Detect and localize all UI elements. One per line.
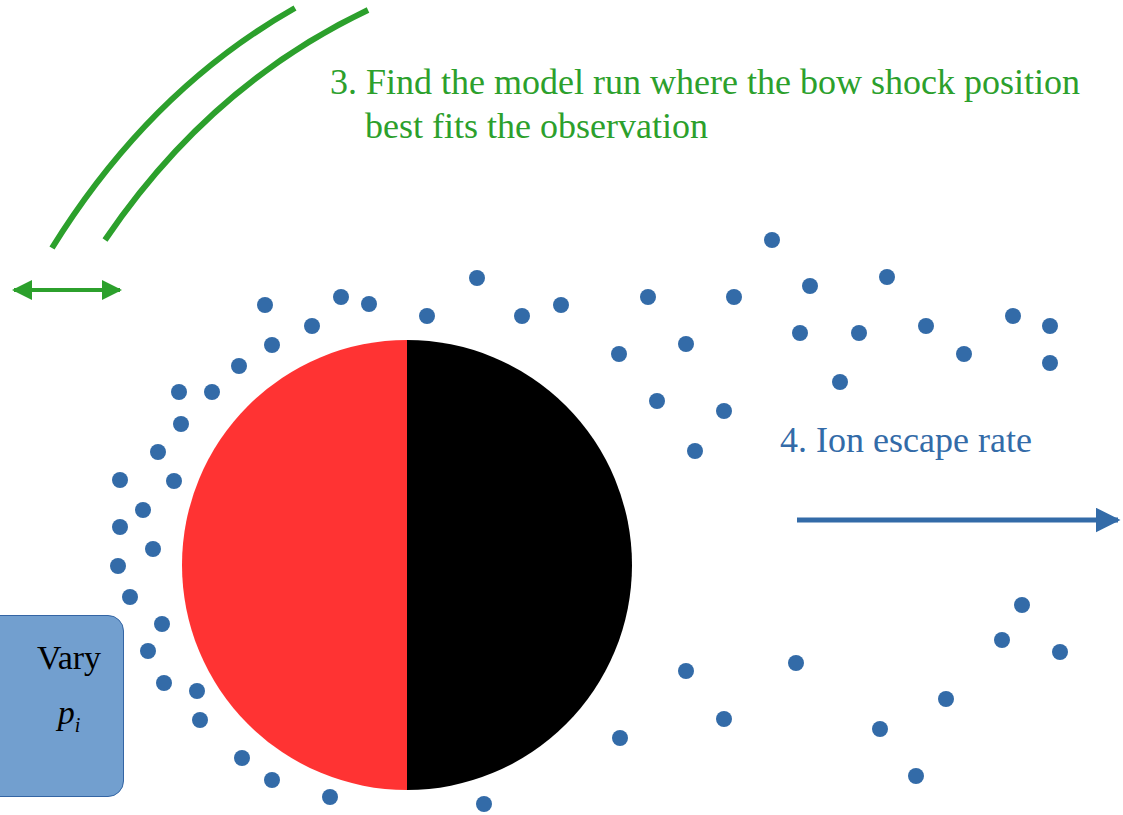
ion-dot <box>832 374 848 390</box>
ion-dot <box>322 789 338 805</box>
ion-dot <box>135 502 151 518</box>
ion-dot <box>802 278 818 294</box>
ions <box>110 232 1068 812</box>
ion-dot <box>879 269 895 285</box>
ion-dot <box>640 289 656 305</box>
ion-dot <box>469 270 485 286</box>
ion-dot <box>1042 318 1058 334</box>
ion-dot <box>994 632 1010 648</box>
ion-dot <box>726 289 742 305</box>
step-note: 4. Ion escape rate <box>780 418 1118 462</box>
ion-dot <box>687 443 703 459</box>
ion-dot <box>851 325 867 341</box>
bow-shock-curve <box>52 8 295 248</box>
nightside <box>407 340 632 790</box>
ion-dot <box>154 616 170 632</box>
ion-dot <box>173 416 189 432</box>
ion-dot <box>419 308 435 324</box>
ion-dot <box>1052 644 1068 660</box>
bow-shock-curve <box>105 10 368 240</box>
ion-dot <box>553 297 569 313</box>
ion-dot <box>156 675 172 691</box>
ion-dot <box>333 289 349 305</box>
ion-dot <box>788 655 804 671</box>
ion-dot <box>514 308 530 324</box>
ion-dot <box>649 393 665 409</box>
escape-arrow <box>797 518 1118 523</box>
ion-dot <box>231 358 247 374</box>
ion-dot <box>918 318 934 334</box>
ion-dot <box>257 297 273 313</box>
ion-dot <box>872 721 888 737</box>
parameter-subscript: i <box>75 714 81 736</box>
ion-dot <box>189 683 205 699</box>
ion-dot <box>792 325 808 341</box>
ion-dot <box>304 318 320 334</box>
planet <box>182 340 632 790</box>
ion-dot <box>361 296 377 312</box>
ion-dot <box>192 712 208 728</box>
step-note: 3. Find the model run where the bow shoc… <box>330 60 1118 148</box>
bow-shock <box>52 8 368 248</box>
ion-dot <box>145 541 161 557</box>
dayside <box>182 340 407 790</box>
ion-dot <box>204 384 220 400</box>
ion-dot <box>716 403 732 419</box>
ion-dot <box>908 768 924 784</box>
ion-dot <box>171 384 187 400</box>
ion-dot <box>476 796 492 812</box>
ion-dot <box>716 711 732 727</box>
ion-dot <box>764 232 780 248</box>
box-text: Vary <box>21 638 117 679</box>
ion-dot <box>611 346 627 362</box>
ion-dot <box>264 772 280 788</box>
ion-dot <box>112 519 128 535</box>
ion-dot <box>234 750 250 766</box>
ion-dot <box>678 663 694 679</box>
parameter-box: Vary pi <box>0 615 124 797</box>
ion-dot <box>140 643 156 659</box>
ion-dot <box>112 472 128 488</box>
ion-dot <box>264 337 280 353</box>
ion-dot <box>166 473 182 489</box>
ion-dot <box>150 444 166 460</box>
ion-dot <box>938 691 954 707</box>
shift-arrow <box>14 288 120 292</box>
ion-dot <box>678 336 694 352</box>
ion-dot <box>1005 308 1021 324</box>
ion-dot <box>110 558 126 574</box>
ion-dot <box>1014 597 1030 613</box>
ion-dot <box>1042 355 1058 371</box>
parameter-symbol: p <box>58 693 75 734</box>
ion-dot <box>612 730 628 746</box>
ion-dot <box>956 346 972 362</box>
ion-dot <box>122 589 138 605</box>
